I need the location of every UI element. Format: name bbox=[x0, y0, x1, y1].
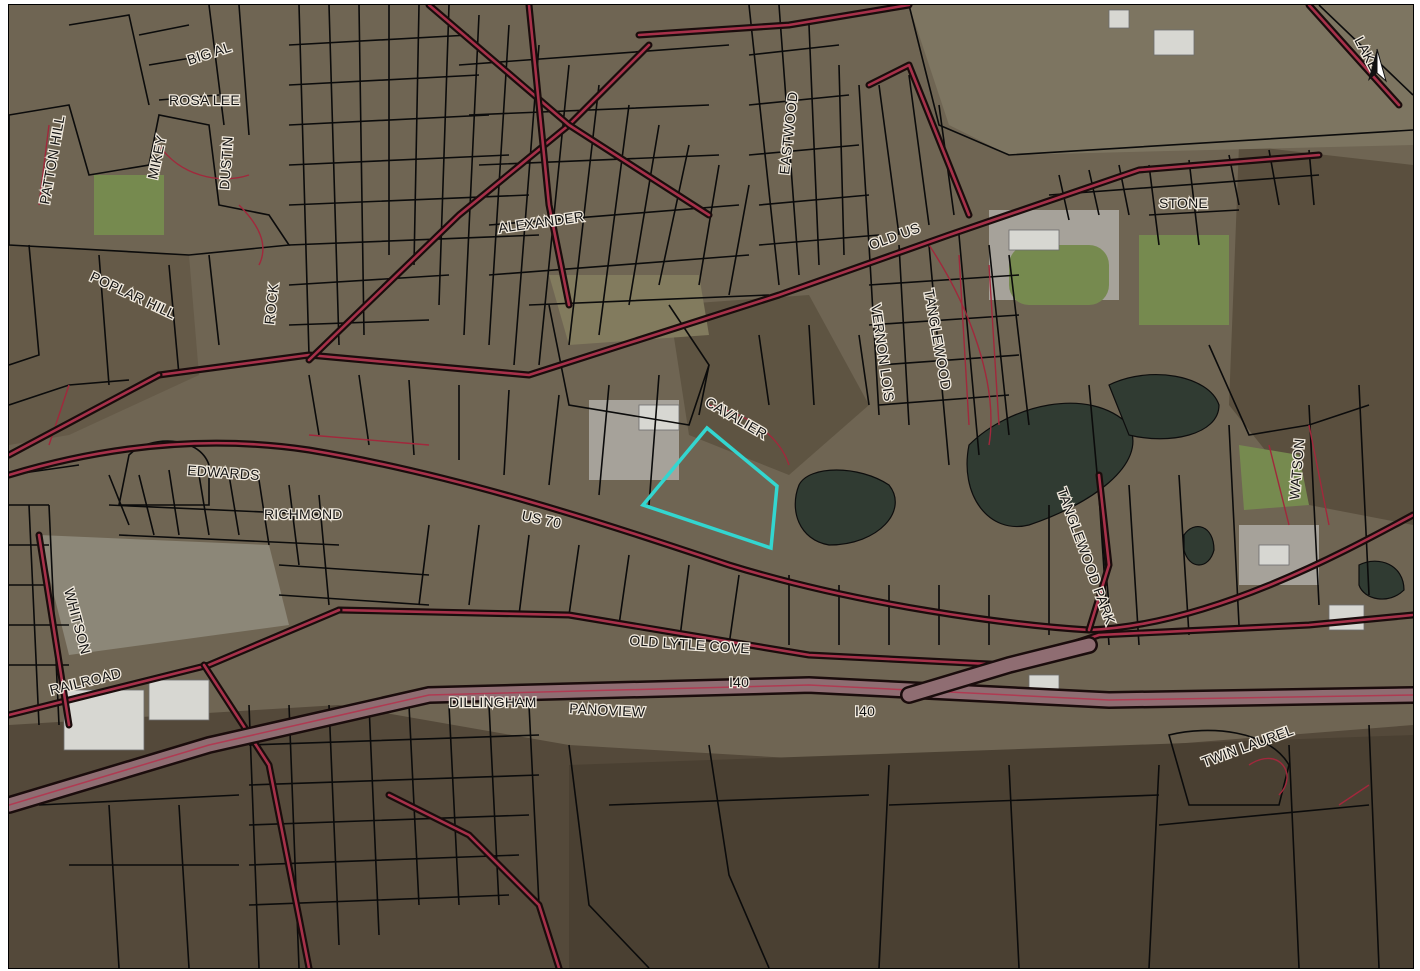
pond-southeast bbox=[1358, 560, 1405, 600]
fields bbox=[94, 175, 1309, 510]
pond-west bbox=[794, 469, 896, 546]
label-stone: STONE bbox=[1159, 195, 1208, 211]
lake-east bbox=[1108, 374, 1220, 440]
main-roads bbox=[9, 5, 1413, 968]
interstate-40 bbox=[9, 636, 1413, 814]
label-i40-west: I40 bbox=[729, 674, 749, 690]
label-dustin: DUSTIN bbox=[216, 136, 236, 190]
label-rock: ROCK bbox=[261, 282, 281, 325]
aerial-parcel-map[interactable]: BIG AL ROSA LEE PATTON HILL MIKEY DUSTIN… bbox=[9, 5, 1413, 968]
label-watson: WATSON bbox=[1286, 438, 1307, 500]
developed-areas bbox=[39, 5, 1413, 655]
parcel-lines bbox=[9, 5, 1413, 968]
north-arrow-icon bbox=[1368, 48, 1387, 83]
forest-areas bbox=[9, 145, 1413, 968]
subject-parcel-outline[interactable] bbox=[640, 425, 779, 551]
label-dillingham: DILLINGHAM bbox=[449, 694, 537, 710]
label-edwards: EDWARDS bbox=[187, 462, 260, 483]
label-richmond: RICHMOND bbox=[264, 506, 343, 522]
label-rosa-lee: ROSA LEE bbox=[169, 92, 240, 108]
label-i40-east: I40 bbox=[855, 703, 875, 719]
pond-small bbox=[1183, 525, 1215, 566]
label-panoview: PANOVIEW bbox=[569, 700, 646, 720]
map-frame: BIG AL ROSA LEE PATTON HILL MIKEY DUSTIN… bbox=[8, 4, 1414, 969]
